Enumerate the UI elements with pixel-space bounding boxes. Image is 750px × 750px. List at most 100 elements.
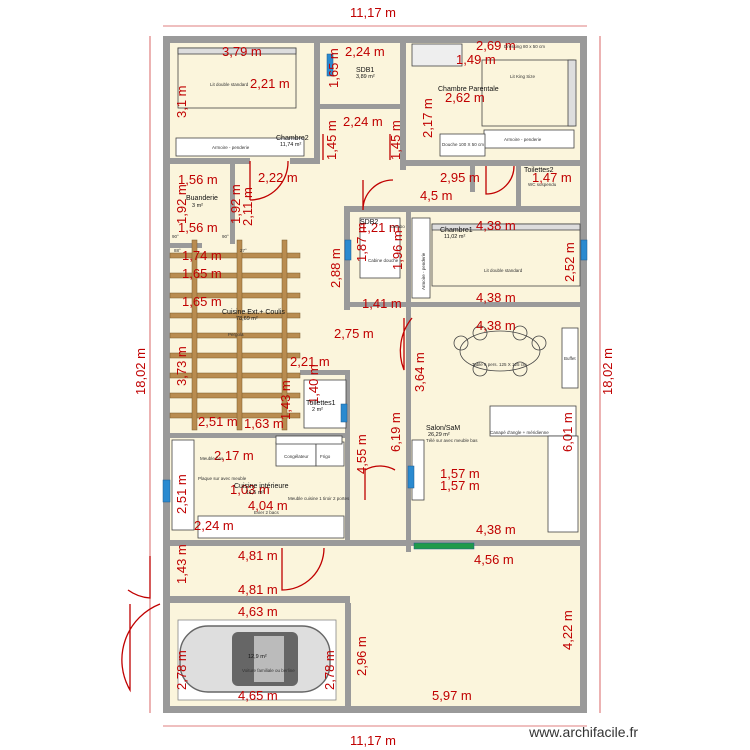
room-area-chambre2: 11,74 m² — [280, 142, 301, 148]
dim-top-total: 11,17 m — [350, 5, 396, 20]
room-name-salon: Salon/SaM — [426, 425, 460, 432]
dim-label: 6,01 m — [560, 412, 575, 452]
angle-label: 27° — [240, 248, 247, 253]
dim-label: 4,38 m — [476, 218, 516, 233]
dim-label: 2,17 m — [214, 448, 254, 463]
watermark-link[interactable]: www.archifacile.fr — [529, 724, 638, 740]
dim-label: 1,45 m — [324, 120, 339, 160]
dim-label: 1,56 m — [178, 172, 218, 187]
dim-label: 1,56 m — [178, 220, 218, 235]
dim-label: 1,45 m — [388, 120, 403, 160]
interior-walls — [170, 43, 580, 706]
dim-label: 1,96 m — [390, 230, 405, 270]
dim-label: 1,49 m — [456, 52, 496, 67]
furniture-label: Cabine douche — [368, 258, 399, 263]
dim-label: 4,56 m — [474, 552, 514, 567]
dim-label: 4,22 m — [560, 610, 575, 650]
dim-label: 2,69 m — [476, 38, 516, 53]
dim-label: 1,40 m — [306, 364, 321, 404]
dim-label: 1,92 m — [174, 184, 189, 224]
outer-walls — [163, 36, 587, 713]
dim-right-total: 18,02 m — [600, 348, 615, 395]
dim-label: 2,24 m — [194, 518, 234, 533]
furniture-label: Lit double standard — [210, 82, 249, 87]
room-area-garage: 12,9 m² — [248, 654, 267, 660]
room-area-cuisine-int: 11,5 m² — [246, 490, 264, 496]
dim-label: 1,65 m — [326, 48, 341, 88]
counter-bottom — [197, 515, 345, 539]
dim-label: 1,43 m — [174, 544, 189, 584]
room-area-toilettes1: 2 m² — [312, 407, 323, 413]
furniture-label: Armoire - penderie — [504, 137, 542, 142]
room-area-sdb1: 3,89 m² — [356, 74, 375, 80]
furniture-label: Evier 2 bacs — [254, 510, 280, 515]
dim-label: 1,57 m — [440, 466, 480, 481]
stove — [275, 435, 343, 445]
dim-label: 4,38 m — [476, 522, 516, 537]
dim-label: 2,62 m — [445, 90, 485, 105]
dim-label: 5,97 m — [432, 688, 472, 703]
room-name-chambre2: Chambre2 — [276, 135, 309, 142]
dim-label: 4,38 m — [476, 290, 516, 305]
dim-label: 4,55 m — [354, 434, 369, 474]
room-area-salon: 26,29 m² — [428, 432, 450, 438]
furniture-label: Lit double standard — [484, 268, 523, 273]
furniture-label: Armoire - penderie — [421, 252, 426, 290]
furniture-label: Lit King Size — [510, 74, 536, 79]
furniture-label: Télé sur avec meuble bas — [426, 438, 478, 443]
angle-label: 90° — [172, 234, 179, 239]
room-area-buanderie: 3 m² — [192, 203, 203, 209]
dressing — [411, 43, 463, 67]
room-name-toilettes2: Toilettes2 — [524, 167, 554, 174]
pergola — [169, 239, 301, 431]
furniture-label: WC suspendu — [528, 182, 557, 187]
furniture-label: Pergola — [228, 332, 244, 337]
dim-label: 4,04 m — [248, 498, 288, 513]
dim-label: 6,19 m — [388, 412, 403, 452]
dim-label: 2,21 m — [290, 354, 330, 369]
dim-label: 2,22 m — [258, 170, 298, 185]
furniture-label: Congélateur — [284, 454, 309, 459]
dim-label: 1,57 m — [440, 478, 480, 493]
room-name-sdb1: SDB1 — [356, 67, 374, 74]
dim-label: 2,88 m — [328, 248, 343, 288]
furniture-label: Table 6 pers. 125 X 125 cm — [472, 362, 527, 367]
dim-label: 4,63 m — [238, 604, 278, 619]
room-name-toilettes1: Toilettes1 — [306, 400, 336, 407]
doors — [121, 134, 515, 693]
dim-label: 4,38 m — [476, 318, 516, 333]
angle-label: 88° — [174, 248, 181, 253]
dim-label: 1,74 m — [182, 248, 222, 263]
room-name-chambre1: Chambre1 — [440, 227, 473, 234]
dim-label: 1,65 m — [182, 294, 222, 309]
dim-label: 3,64 m — [412, 352, 427, 392]
dim-label: 2,17 m — [420, 98, 435, 138]
wardrobe-chambre2 — [175, 137, 305, 157]
furniture-label: Meuble cuisine 1 tiroir 2 portes — [288, 496, 350, 501]
dim-label: 4,81 m — [238, 582, 278, 597]
dim-label: 2,21 m — [250, 76, 290, 91]
buffet — [561, 327, 579, 389]
dim-label: 1,65 m — [182, 266, 222, 281]
furniture-label: Lavabo — [390, 224, 405, 229]
room-name-parentale: Chambre Parentale — [438, 86, 499, 93]
furniture-label: Voiture familiale ou berline — [242, 668, 295, 673]
wardrobe-chambre1 — [411, 217, 431, 299]
dim-label: 2,51 m — [174, 474, 189, 514]
dim-label: 2,96 m — [354, 636, 369, 676]
dim-label: 1,03 m — [230, 482, 270, 497]
furniture-label: Meuble bas — [200, 456, 224, 461]
sofa — [489, 405, 577, 437]
furniture — [171, 43, 581, 539]
furniture-label: Douche 100 X 50 cm — [442, 142, 484, 147]
dim-label: 3,1 m — [174, 85, 189, 118]
dim-label: 1,92 m — [228, 184, 243, 224]
angle-label: 90° — [222, 234, 229, 239]
dim-label: 2,78 m — [322, 650, 337, 690]
toilet-wall — [303, 379, 347, 429]
dim-label: 2,24 m — [345, 44, 385, 59]
room-name-cuisine-ext: Cuisine Ext.+ Coulis — [222, 309, 285, 316]
room-area-cuisine-ext: 78,69 m² — [236, 316, 258, 322]
furniture-label: Buffet — [564, 356, 576, 361]
dim-label: 4,81 m — [238, 548, 278, 563]
